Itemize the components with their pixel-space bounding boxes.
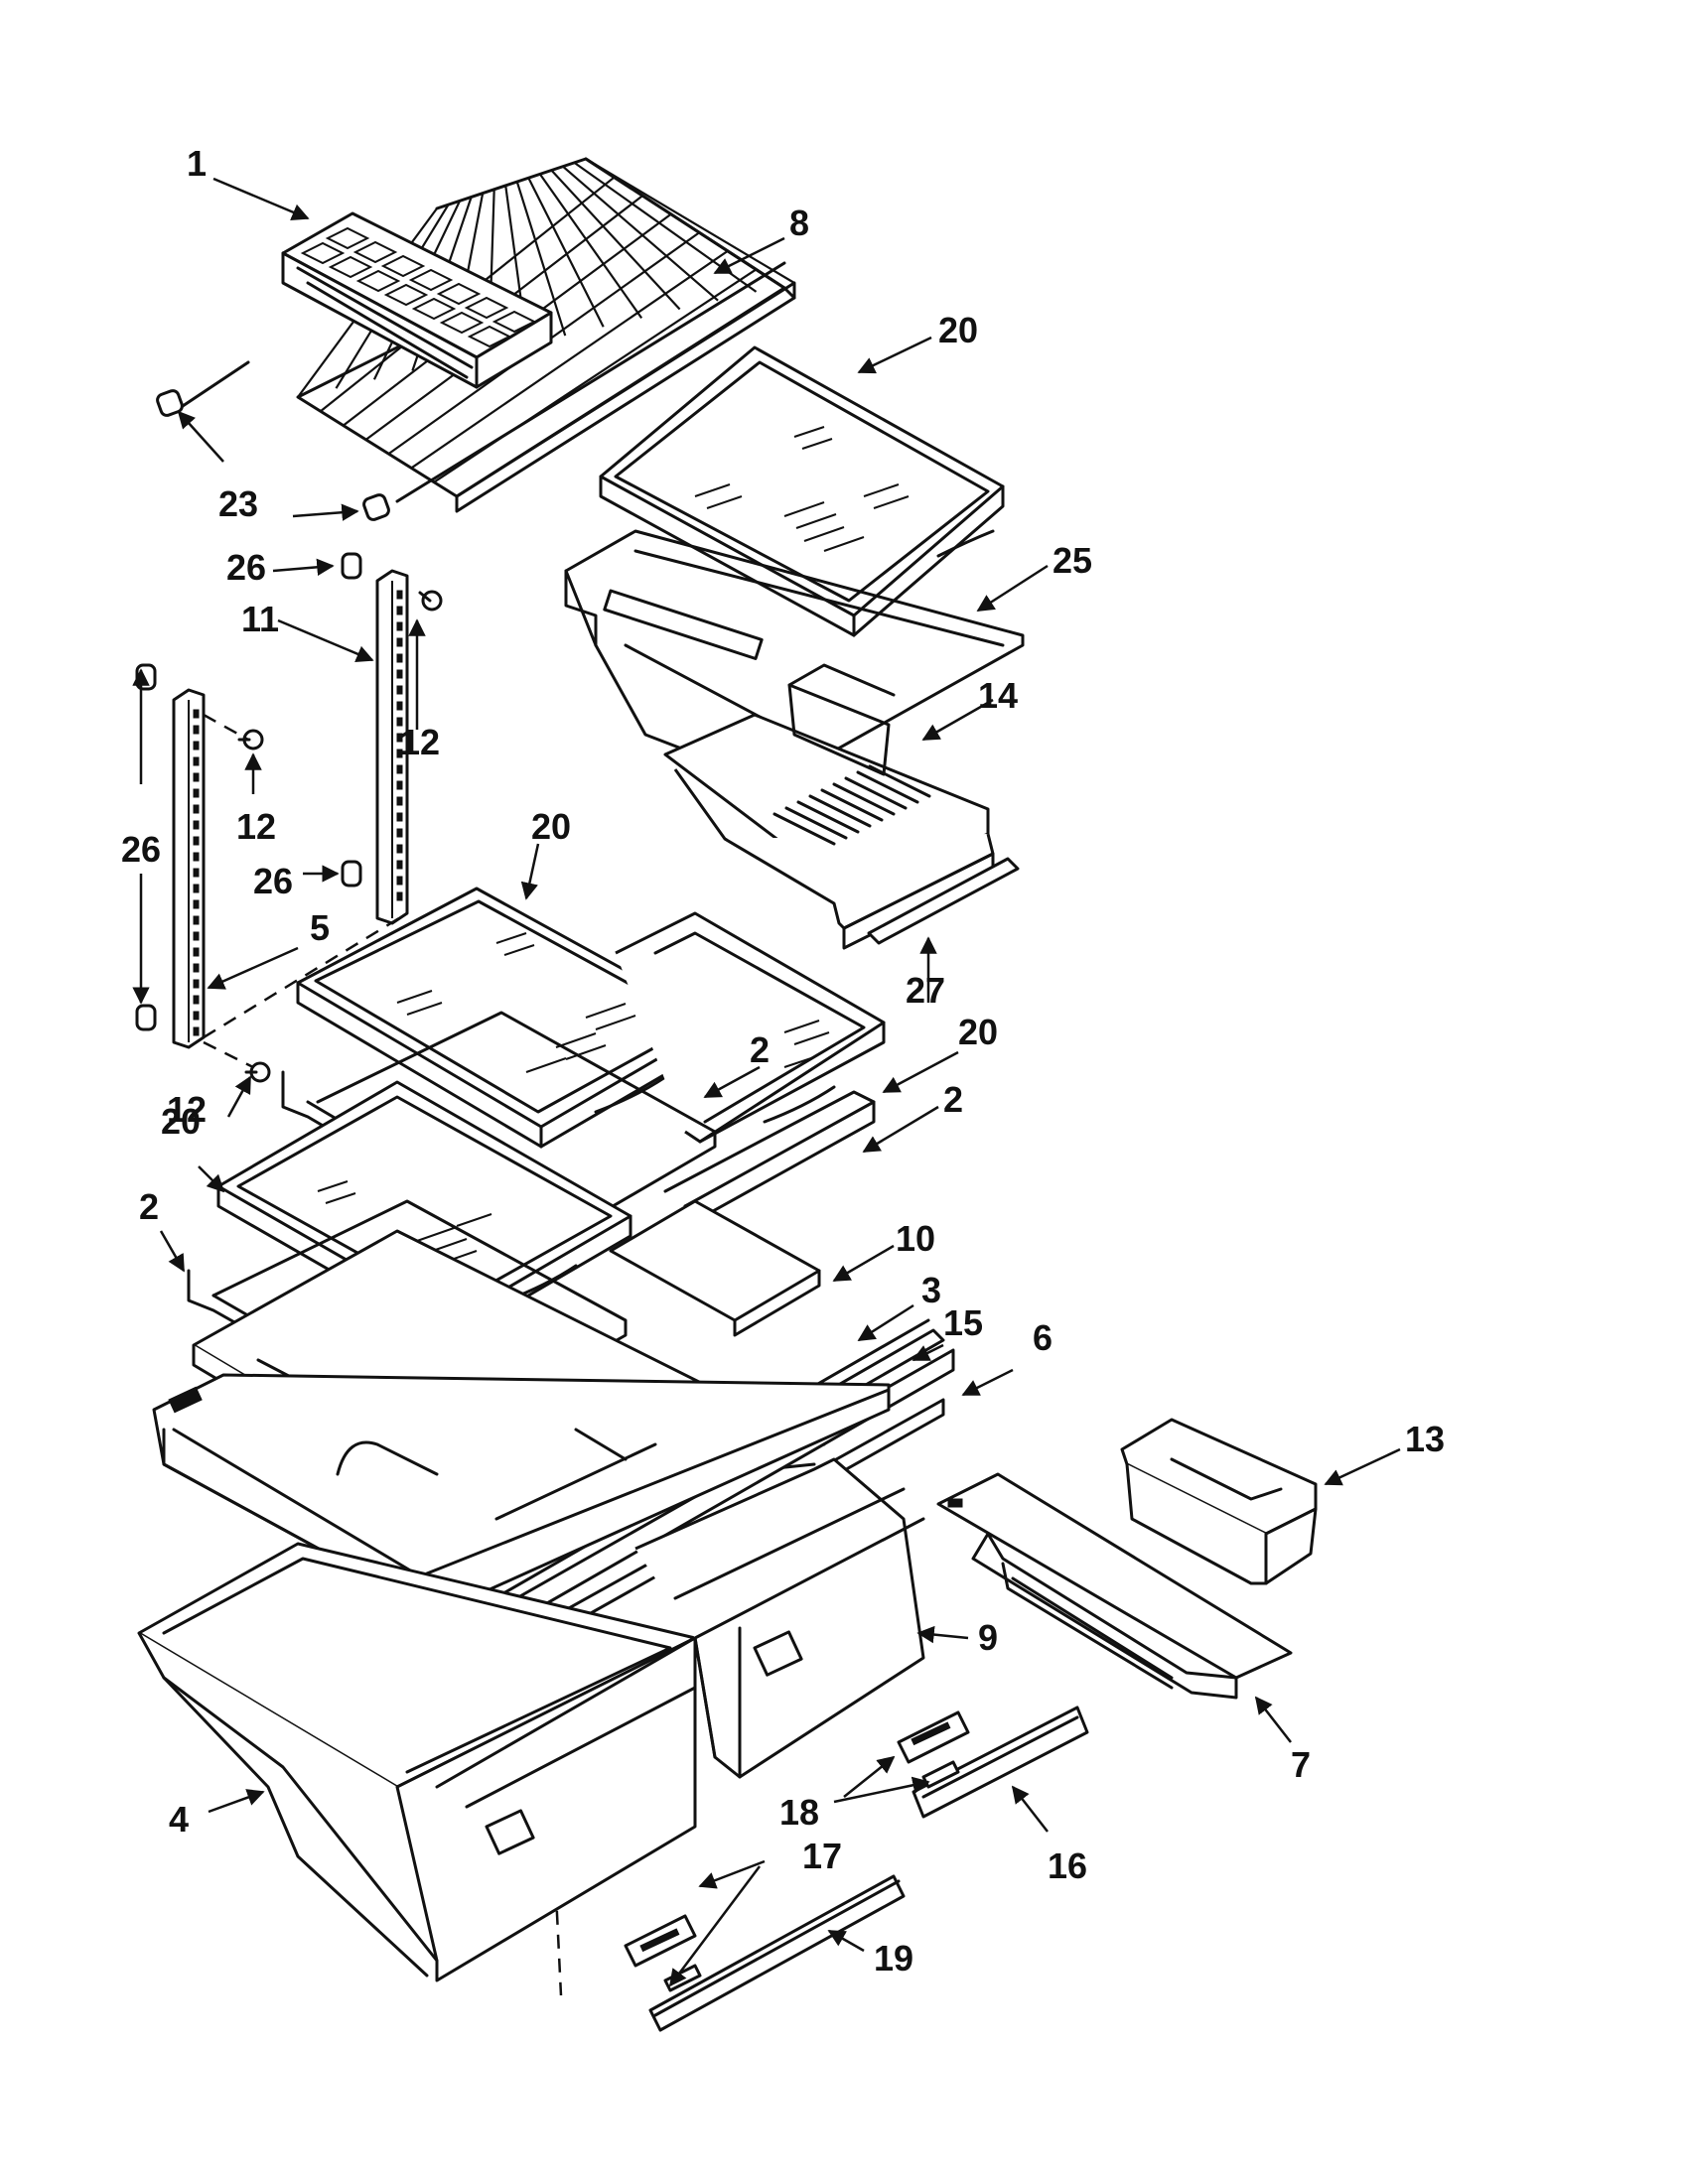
callout-labels: 1 8 20 23 26 25 11 12 14 26 12 20 26 5 2…: [121, 143, 1445, 1979]
callout-5: 5: [310, 907, 330, 948]
callout-20: 20: [531, 806, 571, 847]
shelf-ladder-part-5: [172, 688, 206, 1049]
callout-14: 14: [978, 675, 1018, 716]
callout-2: 2: [750, 1029, 770, 1070]
glass-shelf-part-20-middle-right: [615, 911, 886, 1144]
callout-2: 2: [943, 1079, 963, 1120]
door-bin-part-13: [1120, 1418, 1318, 1585]
callout-27: 27: [906, 970, 945, 1011]
screws-part-12: [237, 590, 443, 1083]
callout-23: 23: [218, 483, 258, 524]
crisper-drawer-part-9: [634, 1457, 925, 1779]
door-shelf-part-7: [936, 1472, 1293, 1700]
callout-3: 3: [921, 1270, 941, 1310]
callout-12: 12: [400, 722, 440, 762]
callout-4: 4: [169, 1799, 189, 1840]
callout-12: 12: [236, 806, 276, 847]
callout-26: 26: [253, 861, 293, 901]
callout-20: 20: [958, 1012, 998, 1052]
callout-16: 16: [1048, 1845, 1087, 1886]
callout-15: 15: [943, 1302, 983, 1343]
callout-1: 1: [187, 143, 207, 184]
glass-shelf-part-20-top: [599, 345, 1005, 637]
callout-26: 26: [121, 829, 161, 870]
drawer-frame-part-25: [564, 529, 1025, 786]
callout-17: 17: [802, 1836, 842, 1876]
callout-13: 13: [1405, 1419, 1445, 1459]
shelf-panel-part-10: [609, 1199, 821, 1337]
callout-9: 9: [978, 1617, 998, 1658]
trim-part-16: [912, 1706, 1089, 1819]
crisper-drawer-part-4: [137, 1542, 697, 1982]
callout-6: 6: [1033, 1317, 1052, 1358]
ice-tray-part-1: [281, 211, 553, 389]
callout-26: 26: [226, 547, 266, 588]
callout-12: 12: [167, 1089, 207, 1130]
meat-drawer-part-14: [663, 663, 995, 950]
shelf-support-part-23: [156, 389, 390, 521]
callout-8: 8: [789, 203, 809, 243]
drawer-trim-part-27: [867, 857, 1020, 945]
callout-18: 18: [779, 1792, 819, 1833]
callout-20: 20: [161, 1101, 201, 1142]
leader-lines: [132, 177, 1401, 1987]
callout-20: 20: [938, 310, 978, 350]
trim-part-19: [648, 1874, 906, 2032]
callout-11: 11: [241, 599, 279, 639]
callout-25: 25: [1052, 540, 1092, 581]
slide-part-18: [624, 1710, 970, 1968]
callout-2: 2: [139, 1186, 159, 1227]
callout-19: 19: [874, 1938, 913, 1979]
callout-7: 7: [1291, 1744, 1311, 1785]
callout-10: 10: [896, 1218, 935, 1259]
